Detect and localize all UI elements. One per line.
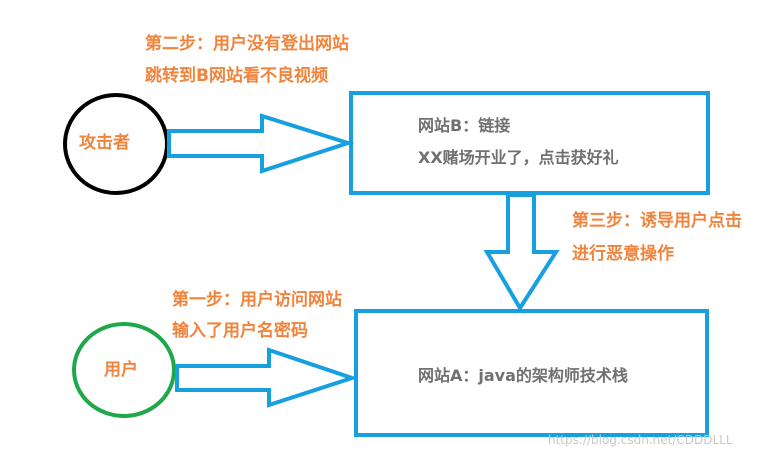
arrow-site-b-to-site-a xyxy=(483,193,560,312)
arrow-attacker-to-site-b xyxy=(167,113,355,174)
user-circle xyxy=(72,322,176,418)
step1-line2: 输入了用户名密码 xyxy=(172,321,308,341)
step2-line2: 跳转到B网站看不良视频 xyxy=(145,66,328,86)
user-label: 用户 xyxy=(104,360,138,380)
step2-line1: 第二步：用户没有登出网站 xyxy=(145,34,349,54)
site-b-box xyxy=(349,91,710,195)
site-b-title: 网站B：链接 xyxy=(418,116,511,135)
attacker-label: 攻击者 xyxy=(79,133,130,153)
site-a-title: 网站A：java的架构师技术栈 xyxy=(418,366,628,385)
site-a-box xyxy=(354,309,709,437)
watermark: https://blog.csdn.net/CDDDLLL xyxy=(548,433,733,447)
step3-line1: 第三步：诱导用户点击 xyxy=(572,211,742,231)
step3-line2: 进行恶意操作 xyxy=(572,244,674,264)
site-b-desc: XX赌场开业了，点击获好礼 xyxy=(418,148,619,167)
step1-line1: 第一步：用户访问网站 xyxy=(172,290,342,310)
arrow-user-to-site-a xyxy=(175,347,359,408)
